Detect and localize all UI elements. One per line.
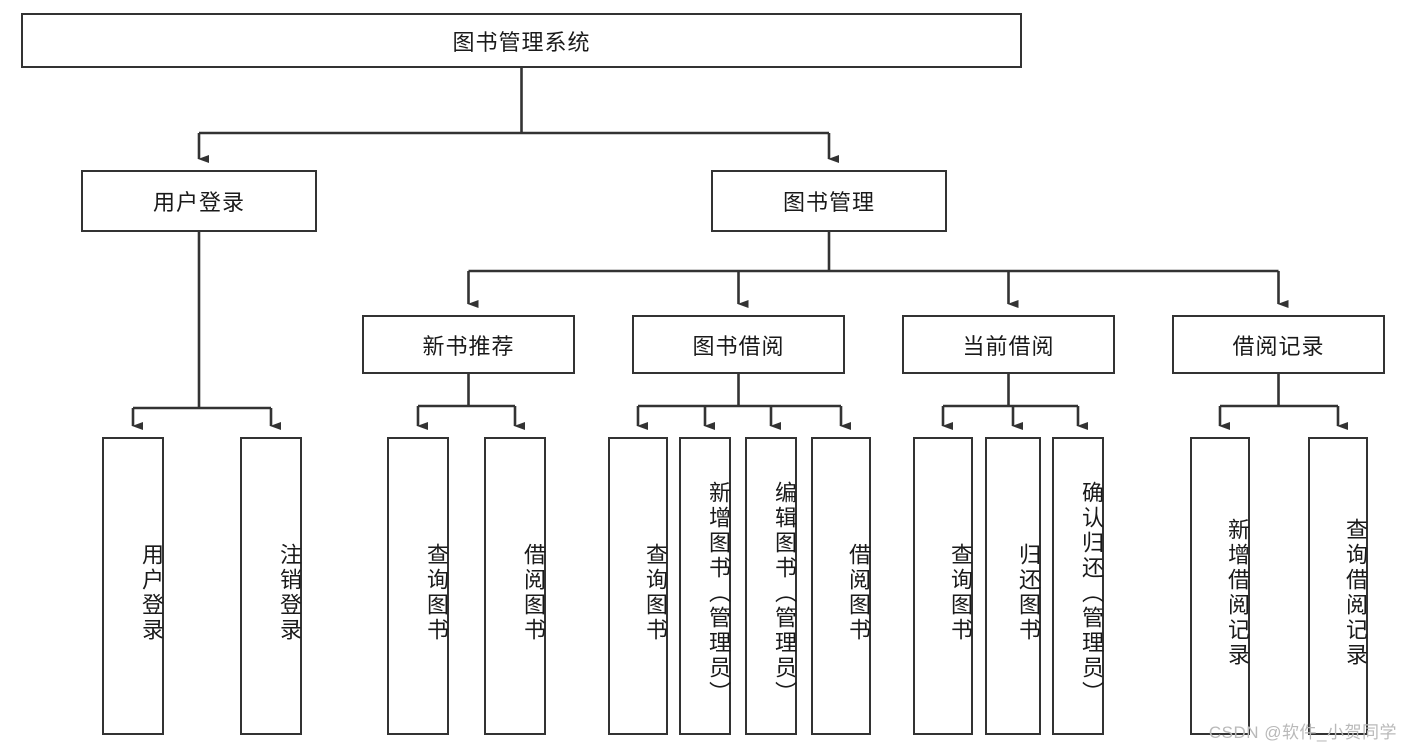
node-label: 归还图书 — [1016, 543, 1041, 643]
node-leaf8[interactable]: 借阅图书 — [811, 437, 871, 735]
node-leaf9[interactable]: 查询图书 — [913, 437, 973, 735]
node-leaf3[interactable]: 查询图书 — [387, 437, 449, 735]
watermark-text: CSDN @软件_小贺同学 — [1208, 723, 1397, 742]
node-label: 注销登录 — [277, 543, 302, 643]
node-label: 新增借阅记录 — [1225, 518, 1250, 668]
node-leaf11[interactable]: 确认归还（管理员） — [1052, 437, 1104, 735]
node-leaf10[interactable]: 归还图书 — [985, 437, 1041, 735]
node-leaf2[interactable]: 注销登录 — [240, 437, 302, 735]
node-label: 图书管理系统 — [452, 29, 591, 55]
node-l3a[interactable]: 新书推荐 — [362, 315, 575, 374]
node-leaf5[interactable]: 查询图书 — [608, 437, 668, 735]
node-label: 查询图书 — [948, 543, 973, 643]
node-label: 借阅记录 — [1232, 333, 1325, 359]
node-leaf7[interactable]: 编辑图书（管理员） — [745, 437, 797, 735]
node-leaf4[interactable]: 借阅图书 — [484, 437, 546, 735]
node-leaf12[interactable]: 新增借阅记录 — [1190, 437, 1250, 735]
node-root[interactable]: 图书管理系统 — [21, 13, 1022, 68]
node-label: 新书推荐 — [422, 333, 515, 359]
node-leaf6[interactable]: 新增图书（管理员） — [679, 437, 731, 735]
node-l3b[interactable]: 图书借阅 — [632, 315, 845, 374]
node-label: 当前借阅 — [962, 333, 1055, 359]
node-label: 图书管理 — [782, 190, 875, 215]
node-label: 用户登录 — [152, 190, 245, 215]
node-label: 借阅图书 — [521, 543, 546, 643]
node-label: 查询图书 — [424, 543, 449, 643]
node-label: 新增图书（管理员） — [706, 480, 731, 706]
node-label: 编辑图书（管理员） — [772, 480, 797, 706]
node-leaf1[interactable]: 用户登录 — [102, 437, 164, 735]
node-label: 查询图书 — [643, 543, 668, 643]
node-label: 图书借阅 — [692, 333, 785, 359]
node-label: 确认归还（管理员） — [1079, 480, 1104, 706]
node-label: 借阅图书 — [846, 543, 871, 643]
node-l3d[interactable]: 借阅记录 — [1172, 315, 1385, 374]
node-l2a[interactable]: 用户登录 — [81, 170, 317, 232]
node-label: 用户登录 — [139, 543, 164, 643]
node-label: 查询借阅记录 — [1343, 518, 1368, 668]
node-l2b[interactable]: 图书管理 — [711, 170, 947, 232]
node-l3c[interactable]: 当前借阅 — [902, 315, 1115, 374]
node-leaf13[interactable]: 查询借阅记录 — [1308, 437, 1368, 735]
